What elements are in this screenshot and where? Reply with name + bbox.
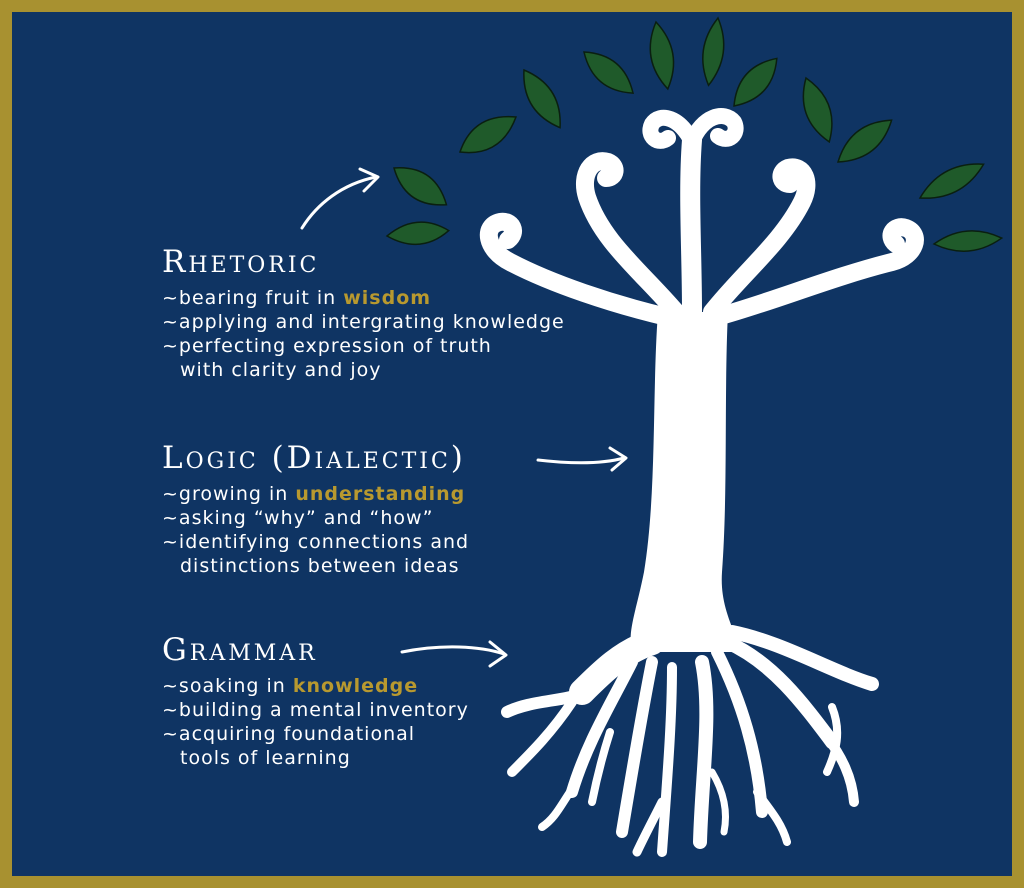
leaf-icon: [523, 68, 561, 129]
stage-line: ~acquiring foundational: [162, 723, 416, 745]
grammar-section: Grammar ~soaking in knowledge ~building …: [162, 632, 469, 770]
line-text: ~bearing fruit in: [162, 287, 344, 309]
line-text: ~growing in: [162, 483, 296, 505]
stage-line: ~soaking in knowledge: [162, 674, 469, 698]
leaf-icon: [836, 119, 893, 163]
stage-title: Grammar: [162, 632, 318, 668]
arrows: [300, 167, 628, 668]
stage-line: ~asking “why” and “how”: [162, 507, 434, 529]
logic-section: Logic (Dialectic) ~growing in understand…: [162, 440, 469, 578]
stage-title: Rhetoric: [162, 244, 320, 280]
leaf-icon: [802, 76, 833, 144]
stage-line: ~identifying connections and: [162, 531, 470, 553]
stage-line: distinctions between ideas: [180, 555, 460, 577]
highlight-word: wisdom: [343, 287, 432, 309]
leaf-icon: [733, 57, 778, 107]
stage-line: tools of learning: [180, 747, 351, 769]
roots: [501, 625, 879, 857]
arrow-icon: [536, 446, 628, 472]
highlight-word: knowledge: [292, 675, 419, 697]
tree-illustration: [300, 16, 1004, 857]
leaf-icon: [649, 20, 675, 91]
leaf-icon: [702, 16, 725, 87]
stage-line: ~building a mental inventory: [162, 699, 469, 721]
stage-line: ~perfecting expression of truth: [162, 335, 492, 357]
highlight-word: understanding: [295, 483, 466, 505]
stage-title: Logic (Dialectic): [162, 440, 466, 476]
arrow-icon: [300, 167, 380, 230]
rhetoric-section: Rhetoric ~bearing fruit in wisdom ~apply…: [162, 244, 565, 382]
stage-line: ~growing in understanding: [162, 482, 469, 506]
leaf-icon: [583, 51, 634, 94]
arrow-icon: [400, 640, 508, 668]
line-text: ~soaking in: [162, 675, 293, 697]
canopy: [385, 16, 1004, 252]
leaf-icon: [385, 221, 451, 246]
leaf-icon: [932, 230, 1004, 252]
stage-line: with clarity and joy: [180, 359, 382, 381]
stage-line: ~applying and intergrating knowledge: [162, 311, 565, 333]
trunk: [630, 312, 742, 652]
tree-icon: [479, 108, 924, 857]
leaf-icon: [393, 167, 448, 206]
diagram-panel: Rhetoric ~bearing fruit in wisdom ~apply…: [12, 12, 1012, 876]
leaf-icon: [458, 115, 518, 154]
stage-line: ~bearing fruit in wisdom: [162, 286, 565, 310]
leaf-icon: [918, 163, 985, 199]
